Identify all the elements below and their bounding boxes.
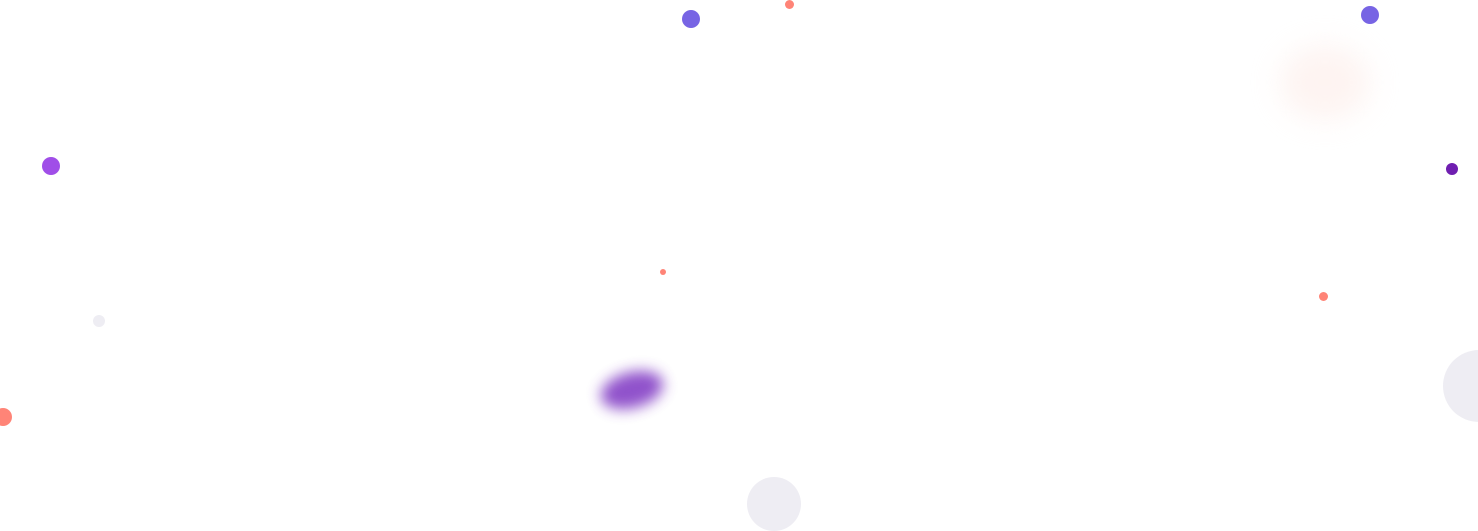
decorative-blur-purple	[596, 364, 668, 416]
decorative-dot-gray	[93, 315, 105, 327]
decorative-dot-coral	[785, 0, 794, 9]
decorative-circle-gray	[1443, 350, 1478, 422]
decorative-blur-peach	[1280, 45, 1370, 120]
decorative-dot-coral	[0, 408, 12, 426]
decorative-circle-gray	[747, 477, 801, 531]
decorative-dot-deep-purple	[1446, 163, 1458, 175]
decorative-dot-coral	[660, 269, 666, 275]
decorative-dot-blue	[682, 10, 700, 28]
decorative-dot-blue	[1361, 6, 1379, 24]
decorative-dot-coral	[1319, 292, 1328, 301]
decorative-dot-purple	[42, 157, 60, 175]
